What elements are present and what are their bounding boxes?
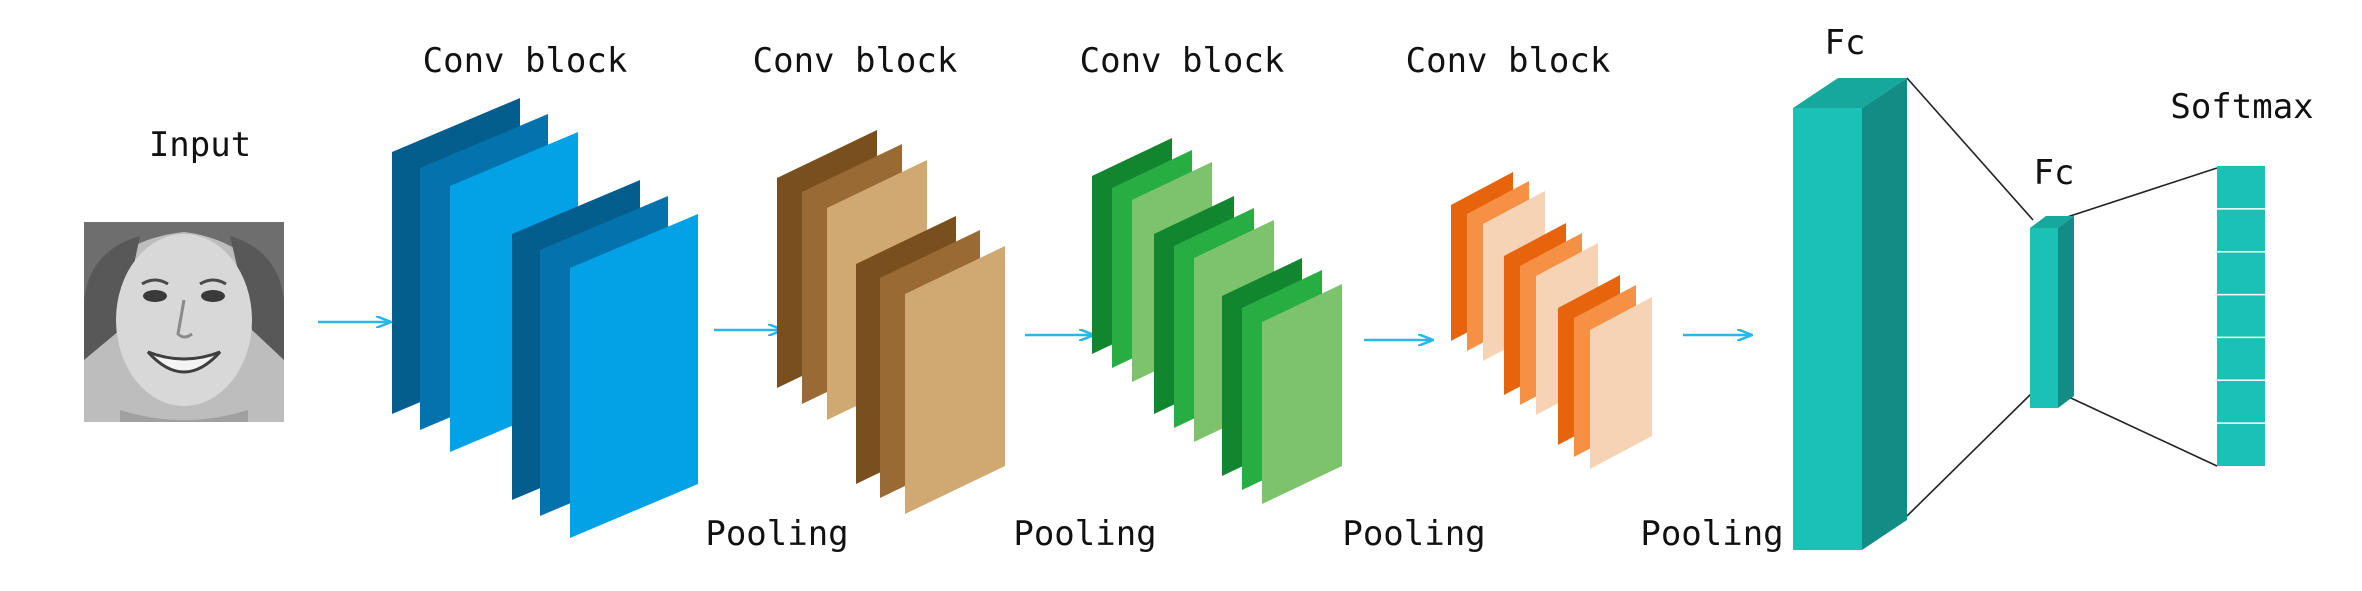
feature-map — [1262, 284, 1342, 504]
fc-label-2: Fc — [2034, 153, 2075, 193]
softmax-label: Softmax — [2170, 87, 2313, 127]
connector-line — [2057, 391, 2218, 467]
input-face-image — [84, 222, 284, 422]
conv-block-3 — [1092, 138, 1342, 504]
fc-layer-2 — [2030, 216, 2074, 408]
conv-block-label-4: Conv block — [1406, 41, 1611, 81]
pooling-label-4: Pooling — [1640, 514, 1783, 554]
fc-layer-1 — [1793, 78, 1907, 550]
conv-block-4 — [1451, 172, 1652, 469]
conv-block-label-1: Conv block — [423, 41, 628, 81]
pooling-label-3: Pooling — [1342, 514, 1485, 554]
connector-line — [1906, 77, 2034, 221]
feature-map — [905, 246, 1005, 514]
conv-block-2 — [777, 130, 1005, 514]
fc-label-1: Fc — [1825, 23, 1866, 63]
feature-map — [1590, 297, 1652, 469]
input-label: Input — [149, 125, 251, 165]
conv-block-label-3: Conv block — [1080, 41, 1285, 81]
pooling-label-1: Pooling — [705, 514, 848, 554]
softmax-layer — [2217, 166, 2265, 466]
pooling-label-2: Pooling — [1013, 514, 1156, 554]
connector-line — [2057, 167, 2218, 221]
conv-block-1 — [392, 98, 698, 538]
connector-line — [1906, 391, 2034, 517]
conv-block-label-2: Conv block — [753, 41, 958, 81]
feature-map — [570, 214, 698, 538]
